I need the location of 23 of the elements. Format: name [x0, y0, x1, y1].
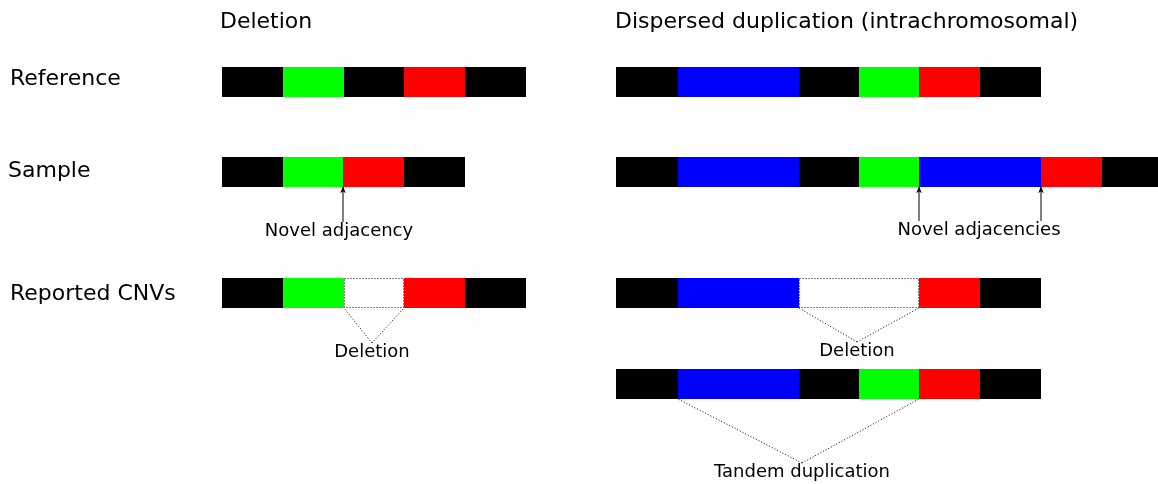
leader-line — [677, 398, 920, 464]
row-label: Reference — [10, 65, 121, 91]
annotation-label: Tandem duplication — [714, 461, 890, 482]
chromosome-bar — [616, 369, 1041, 399]
chromosome-bar — [222, 67, 526, 97]
leader-line — [343, 307, 405, 344]
row-label: Reported CNVs — [10, 280, 176, 306]
annotation-label: Novel adjacencies — [897, 219, 1061, 240]
leader-line — [340, 186, 346, 223]
column-heading: Dispersed duplication (intrachromosomal) — [615, 8, 1079, 34]
annotation-label: Deletion — [334, 341, 410, 362]
leader-line — [916, 186, 922, 222]
row-label: Sample — [8, 157, 91, 183]
chromosome-bar — [616, 157, 1158, 187]
chromosome-bar — [222, 278, 526, 308]
annotation-label: Deletion — [819, 340, 895, 361]
leader-line — [798, 307, 920, 343]
column-heading: Deletion — [220, 8, 313, 34]
chromosome-bar — [616, 67, 1041, 97]
annotation-label: Novel adjacency — [264, 220, 414, 241]
chromosome-bar — [222, 157, 465, 187]
chromosome-bar — [616, 278, 1041, 308]
leader-line — [1038, 186, 1044, 222]
